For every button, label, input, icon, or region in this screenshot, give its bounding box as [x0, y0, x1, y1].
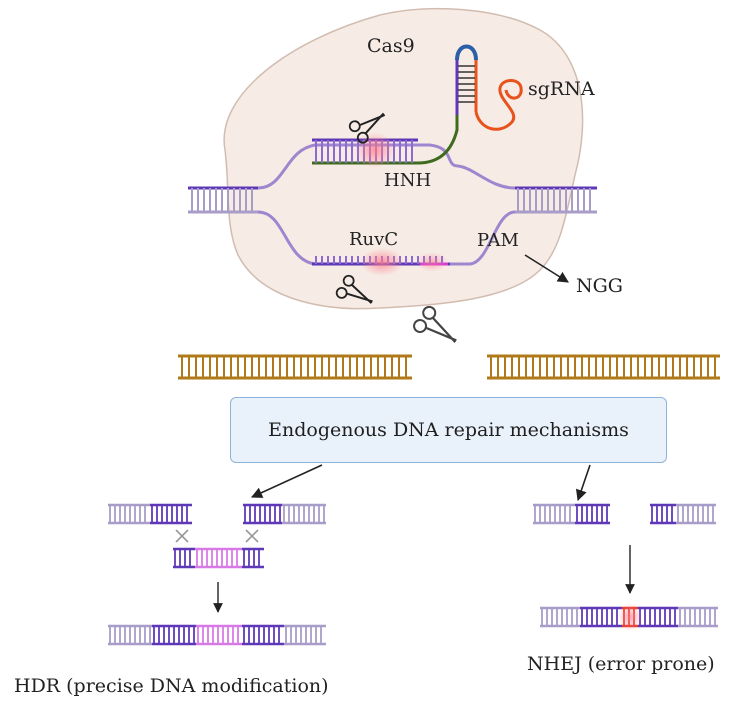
mutation-glow	[618, 603, 642, 631]
dna-right-flank	[515, 186, 597, 214]
repair-mechanisms-label: Endogenous DNA repair mechanisms	[268, 419, 629, 441]
dna-segment	[676, 503, 716, 525]
arrow-to-hdr	[250, 464, 323, 498]
nhej-label: NHEJ (error prone)	[527, 653, 715, 675]
dna-segment	[678, 606, 718, 628]
dna-segment	[242, 547, 264, 569]
dna-segment	[540, 606, 580, 628]
crossover-marks	[175, 529, 259, 543]
dna-segment	[242, 624, 284, 646]
dna-segment	[150, 503, 192, 525]
ruvc-label: RuvC	[349, 229, 399, 250]
hnh-label: HNH	[384, 170, 432, 191]
inserted-sequence	[196, 624, 242, 646]
sgrna-hairpin	[455, 44, 523, 131]
dna-segment	[638, 606, 678, 628]
hnh-cut-glow	[355, 132, 395, 168]
ruvc-cut-glow	[360, 248, 404, 276]
dna-segment	[108, 503, 150, 525]
dna-segment	[282, 503, 326, 525]
pam-label: PAM	[477, 230, 519, 251]
scissors-icon	[413, 305, 457, 343]
sgrna-label: sgRNA	[528, 78, 595, 100]
dna-segment	[152, 624, 196, 646]
dna-segment	[575, 503, 610, 525]
cas9-label: Cas9	[367, 35, 415, 57]
repair-mechanisms-box: Endogenous DNA repair mechanisms	[230, 397, 667, 463]
scissors-icon	[348, 112, 386, 144]
repair-template	[195, 547, 242, 569]
arrow-to-nhej	[575, 464, 591, 502]
cleaved-dna-right	[487, 354, 720, 380]
hdr-label: HDR (precise DNA modification)	[14, 675, 329, 697]
dna-segment	[580, 606, 622, 628]
scissors-icon	[335, 274, 373, 304]
pam-glow	[416, 252, 448, 272]
dna-left-flank	[188, 186, 258, 214]
pam-arrow	[524, 254, 569, 283]
dna-segment	[243, 503, 282, 525]
dna-segment	[173, 547, 195, 569]
cleaved-dna-left	[178, 354, 412, 380]
dna-segment	[108, 624, 152, 646]
dna-segment	[650, 503, 676, 525]
hdr-pathway	[108, 503, 326, 646]
dna-segment	[533, 503, 575, 525]
ngg-label: NGG	[576, 275, 623, 297]
dna-segment	[284, 624, 326, 646]
